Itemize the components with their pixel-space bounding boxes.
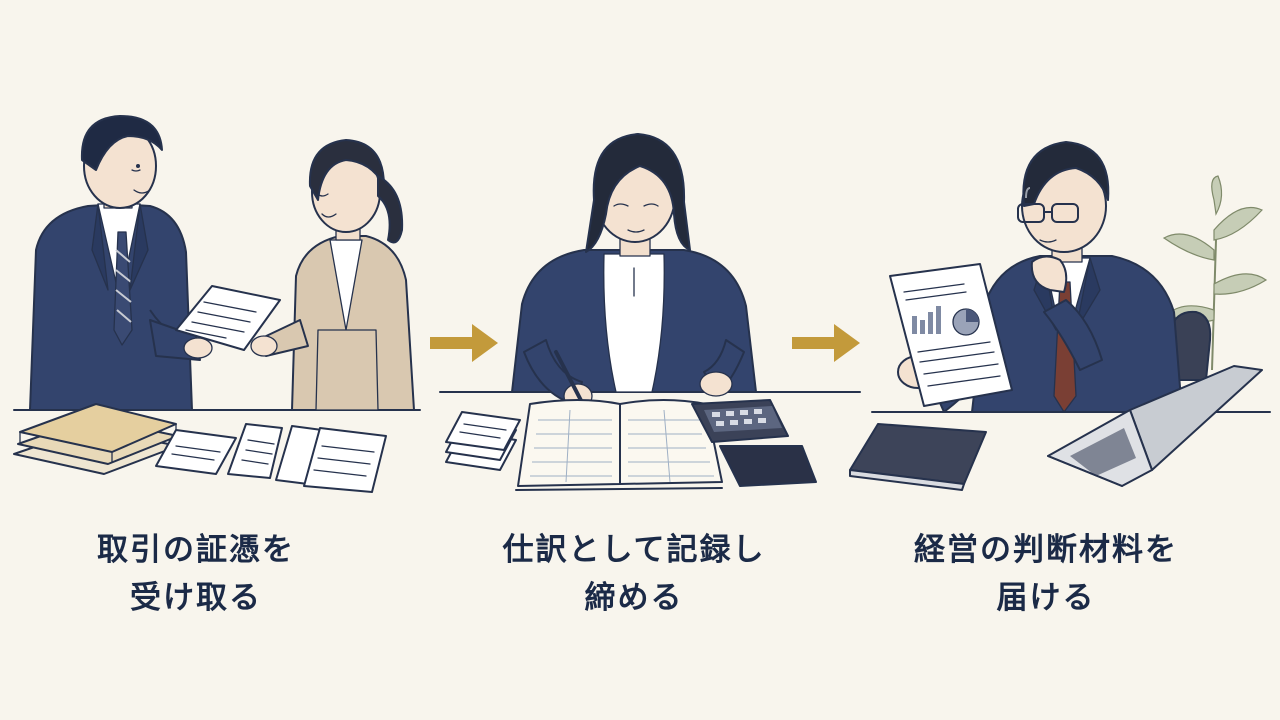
arrow-right-icon <box>792 324 860 362</box>
arrow-right-icon <box>430 324 498 362</box>
step-3-caption-line-1: 経営の判断材料を <box>914 532 1178 568</box>
man-figure <box>29 115 213 411</box>
step-2-illustration <box>439 133 861 491</box>
loose-papers <box>155 423 387 493</box>
binders <box>13 403 179 475</box>
receipt-stack <box>445 411 521 471</box>
handed-document <box>175 285 281 351</box>
accountant-figure <box>511 133 757 409</box>
step-1-illustration <box>13 115 421 493</box>
step-3-illustration <box>849 141 1271 491</box>
report-document <box>889 263 1013 407</box>
open-ledger <box>515 399 723 491</box>
calculator-icon <box>691 399 817 487</box>
step-2-caption-line-1: 仕訳として記録し <box>502 532 766 568</box>
step-1-caption-line-1: 取引の証憑を <box>97 532 295 568</box>
step-1-caption-line-2: 受け取る <box>130 580 262 616</box>
step-3-caption-line-2: 届ける <box>996 580 1096 616</box>
woman-figure <box>250 139 415 411</box>
step-2-caption-line-2: 締める <box>584 580 684 616</box>
bar-chart-icon <box>912 306 941 334</box>
pie-chart-icon <box>952 308 980 336</box>
closed-notebook <box>849 423 987 491</box>
step-2-caption: 仕訳として記録し 締める <box>454 526 814 622</box>
laptop-icon <box>1047 365 1263 487</box>
step-3-caption: 経営の判断材料を 届ける <box>866 526 1226 622</box>
step-1-caption: 取引の証憑を 受け取る <box>16 526 376 622</box>
